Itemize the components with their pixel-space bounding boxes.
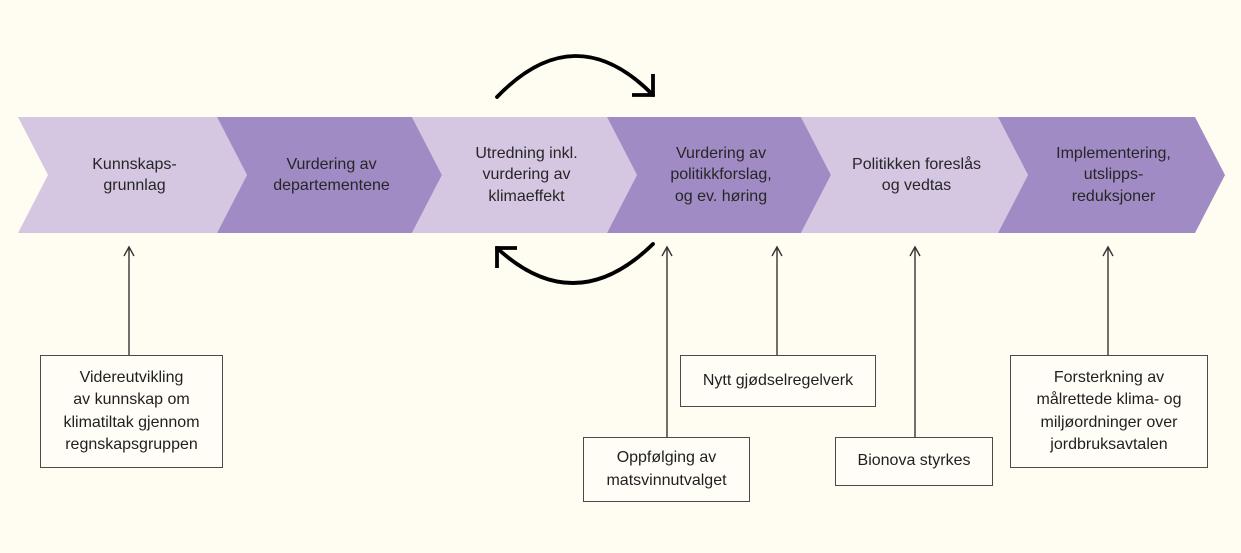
callout-arrow-0-icon [123, 245, 135, 355]
callout-oppfolging-matsvinnutvalget: Oppfølging av matsvinnutvalget [583, 437, 750, 502]
callout-label: Oppfølging av matsvinnutvalget [606, 449, 727, 489]
callout-bionova-styrkes: Bionova styrkes [835, 437, 993, 486]
loop-arrow-back-icon [495, 242, 655, 285]
loop-arrow-back-head-icon [495, 246, 517, 268]
process-step-label: Utredning inkl. vurdering av klimaeffekt [475, 145, 578, 205]
callout-videreutvikling: Videreutvikling av kunnskap om klimatilt… [40, 355, 223, 468]
process-step-label: Vurdering av politikkforslag, og ev. hør… [670, 145, 772, 205]
process-step-label: Vurdering av departementene [273, 155, 390, 194]
process-step-utredning: Utredning inkl. vurdering av klimaeffekt [412, 117, 637, 233]
loop-arrow-forward-head-icon [632, 74, 655, 97]
callout-arrow-4-icon [1102, 245, 1114, 355]
process-step-vurdering-politikkforslag: Vurdering av politikkforslag, og ev. hør… [607, 117, 831, 233]
callout-nytt-gjodselregelverk: Nytt gjødselregelverk [680, 355, 876, 407]
callout-label: Videreutvikling av kunnskap om klimatilt… [63, 369, 200, 453]
process-step-label: Kunnskaps- grunnlag [92, 155, 177, 194]
callout-label: Bionova styrkes [857, 452, 971, 470]
callout-label: Nytt gjødselregelverk [702, 371, 854, 389]
callout-label: Forsterkning av målrettede klima- og mil… [1036, 369, 1182, 453]
callout-arrow-3-icon [909, 245, 921, 437]
callout-arrow-2-icon [771, 245, 783, 355]
process-step-implementering: Implementering, utslipps- reduksjoner [998, 117, 1225, 233]
process-step-label: Implementering, utslipps- reduksjoner [1056, 145, 1171, 205]
process-step-vurdering-departementene: Vurdering av departementene [217, 117, 442, 233]
callout-forsterkning-jordbruksavtalen: Forsterkning av målrettede klima- og mil… [1010, 355, 1208, 468]
callout-arrow-1-icon [661, 245, 673, 437]
loop-arrow-forward-icon [495, 54, 655, 99]
process-step-politikken-foreslas: Politikken foreslås og vedtas [801, 117, 1028, 233]
process-step-kunnskapsgrunnlag: Kunnskaps- grunnlag [18, 117, 247, 233]
process-step-label: Politikken foreslås og vedtas [852, 155, 981, 194]
